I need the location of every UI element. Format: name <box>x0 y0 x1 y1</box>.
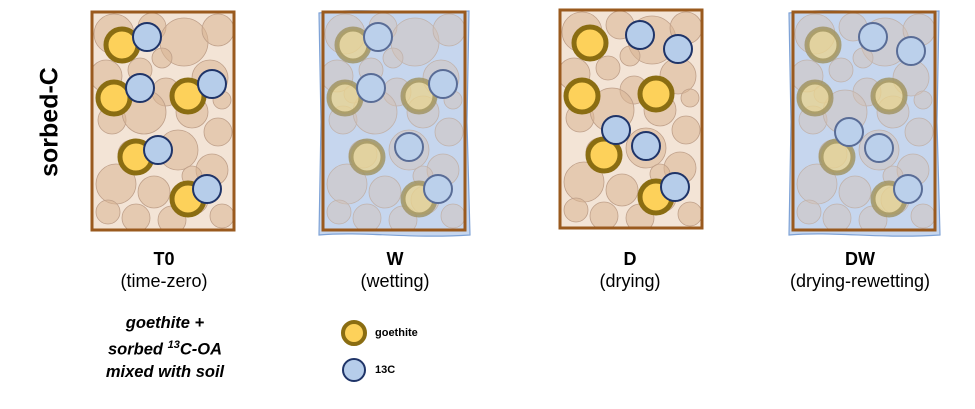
legend-13c-label: 13C <box>375 364 396 376</box>
panel-description: (drying) <box>599 271 661 291</box>
c13-particle <box>663 34 693 64</box>
c13-particle <box>192 174 222 204</box>
panel-label-dw: DW (drying-rewetting) <box>765 248 955 292</box>
water-tint <box>793 12 935 230</box>
soil-particle <box>904 117 934 147</box>
soil-particle <box>910 203 935 229</box>
panel-label-d: D (drying) <box>535 248 725 292</box>
goethite-particle <box>563 77 601 115</box>
legend-goethite-label: goethite <box>375 327 418 339</box>
soil-particle <box>680 88 700 108</box>
panel-description: (wetting) <box>360 271 430 291</box>
soil-particle <box>796 199 822 225</box>
c13-particle <box>893 174 923 204</box>
c13-particle <box>834 117 864 147</box>
sample-frame <box>90 10 236 232</box>
panel-label-w: W (wetting) <box>300 248 490 292</box>
note-line-2-prefix: sorbed <box>107 340 168 359</box>
c13-particle <box>197 69 227 99</box>
panel-description: (time-zero) <box>120 271 208 291</box>
soil-matrix <box>323 12 465 230</box>
note-line-2-suffix: C-OA <box>179 340 223 359</box>
sample-frame <box>321 10 467 232</box>
c13-particle <box>858 22 888 52</box>
panel-description: (drying-rewetting) <box>789 271 931 291</box>
note-line-1: goethite + <box>125 314 205 332</box>
c13-particle <box>864 133 894 163</box>
panel-t0 <box>90 10 236 232</box>
goethite-particle <box>571 24 609 62</box>
c13-particle <box>143 135 173 165</box>
note-line-2: sorbed 13C-OA <box>90 334 240 361</box>
c13-particle <box>125 73 155 103</box>
soil-particle <box>382 47 404 69</box>
water-tint <box>323 12 465 230</box>
sample-frame <box>558 8 704 230</box>
c13-particle <box>423 174 453 204</box>
goethite-particle <box>348 138 386 176</box>
soil-particle <box>201 13 234 47</box>
soil-particle <box>326 163 368 205</box>
goethite-particle <box>804 26 842 64</box>
soil-particle <box>368 175 402 209</box>
soil-particle <box>432 13 465 47</box>
panel-code: D <box>623 249 637 269</box>
soil-particle <box>151 47 173 69</box>
soil-particle <box>137 175 171 209</box>
panel-code: DW <box>845 249 875 269</box>
c13-particle <box>428 69 458 99</box>
goethite-particle <box>796 79 834 117</box>
soil-particle <box>121 203 151 230</box>
soil-particle <box>209 203 234 229</box>
soil-matrix <box>560 10 702 228</box>
soil-particle <box>595 55 621 81</box>
legend-13c: 13C <box>341 355 395 385</box>
soil-particle <box>589 201 619 228</box>
c13-particle <box>896 36 926 66</box>
sample-note: goethite + sorbed 13C-OA mixed with soil <box>90 312 240 383</box>
soil-matrix <box>92 12 234 230</box>
soil-particle <box>563 197 589 223</box>
legend-goethite: goethite <box>341 318 418 348</box>
soil-particle <box>352 203 382 230</box>
goethite-legend-icon <box>341 320 367 346</box>
c13-particle <box>394 132 424 162</box>
c13-particle <box>601 115 631 145</box>
c13-particle <box>363 22 393 52</box>
panel-code: T0 <box>153 249 175 269</box>
c13-particle <box>132 22 162 52</box>
soil-matrix <box>793 12 935 230</box>
c13-particle <box>356 73 386 103</box>
soil-particle <box>828 57 854 83</box>
soil-particle <box>913 90 933 110</box>
soil-particle <box>822 203 852 230</box>
soil-particle <box>203 117 233 147</box>
note-superscript: 13 <box>167 339 180 351</box>
soil-particle <box>605 173 639 207</box>
c13-particle <box>625 20 655 50</box>
soil-particle <box>326 199 352 225</box>
sample-frame <box>791 10 937 232</box>
soil-particle <box>796 163 838 205</box>
panel-w <box>318 10 471 237</box>
soil-particle <box>440 203 465 229</box>
c13-particle <box>660 172 690 202</box>
soil-particle <box>677 201 702 227</box>
goethite-particle <box>637 75 675 113</box>
panel-code: W <box>386 249 404 269</box>
panel-dw <box>788 10 941 237</box>
panel-d <box>558 8 704 230</box>
panel-label-t0: T0 (time-zero) <box>69 248 259 292</box>
soil-particle <box>838 175 872 209</box>
note-line-3: mixed with soil <box>105 362 225 381</box>
c13-legend-icon <box>342 358 366 382</box>
c13-particle <box>631 131 661 161</box>
soil-particle <box>434 117 464 147</box>
side-title-text: sorbed-C <box>35 67 64 177</box>
goethite-particle <box>870 77 908 115</box>
soil-particle <box>95 199 121 225</box>
soil-particle <box>671 115 701 145</box>
